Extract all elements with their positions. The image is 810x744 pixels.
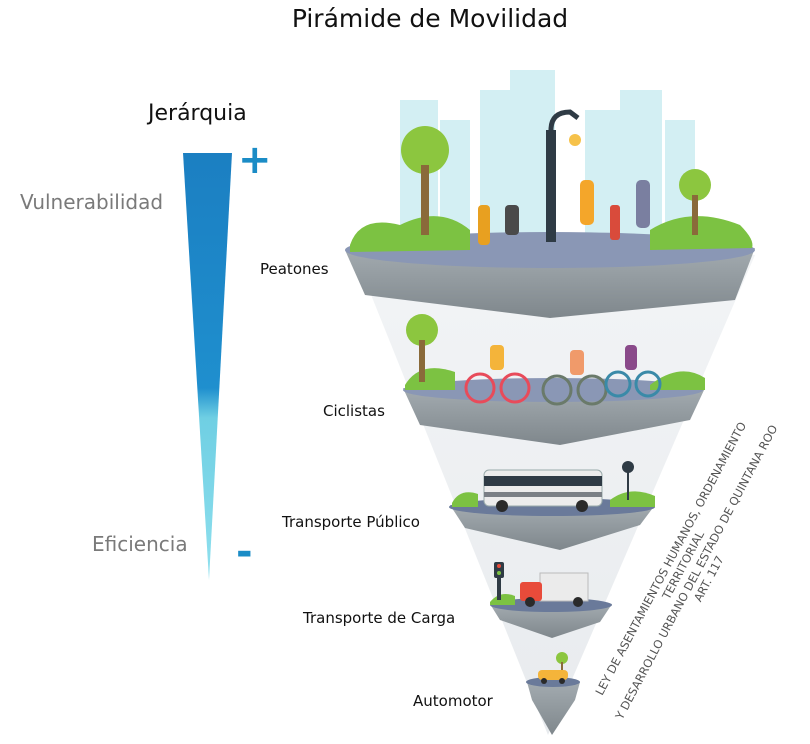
- plus-sign: +: [238, 137, 272, 183]
- vulnerability-label: Vulnerabilidad: [20, 190, 164, 214]
- minus-sign: -: [236, 529, 253, 575]
- level-label-peatones: Peatones: [260, 260, 329, 278]
- cyclists-island: [403, 314, 705, 445]
- efficiency-label: Eficiencia: [92, 532, 188, 556]
- public-transport-island: [449, 461, 655, 550]
- level-label-automotor: Automotor: [413, 692, 493, 710]
- page-title: Pirámide de Movilidad: [291, 4, 569, 33]
- pedestrians-island: [345, 109, 755, 318]
- automotor-island: [526, 652, 580, 735]
- cargo-island: [490, 562, 612, 638]
- hierarchy-label: Jerárquia: [148, 101, 247, 126]
- level-label-transporte-publico: Transporte Público: [282, 513, 420, 531]
- level-label-transporte-carga: Transporte de Carga: [303, 609, 456, 627]
- hierarchy-wedge: [183, 153, 232, 580]
- level-label-ciclistas: Ciclistas: [323, 402, 385, 420]
